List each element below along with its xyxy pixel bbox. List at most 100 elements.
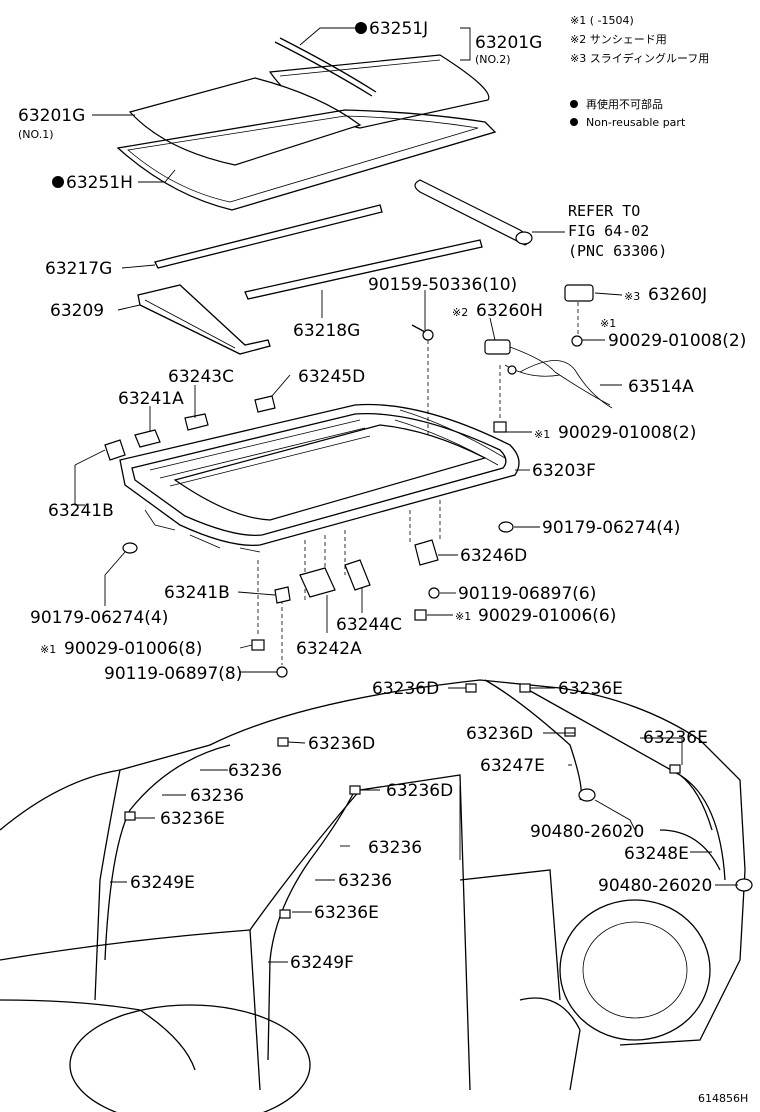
mark-90029-8: ※1	[40, 643, 56, 656]
mark-90029-2a: ※1	[600, 317, 616, 330]
label-63514A: 63514A	[628, 377, 694, 397]
label-90119-6: 90119-06897(6)	[458, 584, 596, 604]
label-63236E-b: 63236E	[643, 728, 708, 748]
label-63236E-a: 63236E	[558, 679, 623, 699]
legend-en: Non-reusable part	[586, 116, 686, 129]
label-63248E: 63248E	[624, 844, 689, 864]
label-63247E: 63247E	[480, 756, 545, 776]
label-90029-2b: 90029-01008(2)	[558, 423, 696, 443]
bracket-63244C	[344, 559, 371, 591]
label-63236-b: 63236	[190, 786, 244, 806]
label-63249F: 63249F	[290, 953, 354, 973]
note-3: ※3 スライディングルーフ用	[570, 51, 709, 65]
clip-90179-b-icon	[122, 542, 138, 554]
legend-jp: 再使用不可部品	[586, 97, 663, 111]
label-90480-b: 90480-26020	[598, 876, 712, 896]
screw-90119-8-icon	[276, 600, 288, 678]
label-63245D: 63245D	[298, 367, 365, 387]
non-reusable-dot-icon	[355, 22, 367, 34]
mark-63260H: ※2	[452, 306, 468, 319]
frame-63203F	[119, 403, 520, 600]
bracket-63243C	[184, 413, 209, 431]
label-90029-8: 90029-01006(8)	[64, 639, 202, 659]
bolt-90029-8-icon	[251, 560, 265, 651]
label-63244C: 63244C	[336, 615, 402, 635]
label-63236-c: 63236	[368, 838, 422, 858]
refer-line2: FIG 64-02	[568, 222, 649, 240]
label-63236-a: 63236	[228, 761, 282, 781]
refer-note: REFER TO FIG 64-02 (PNC 63306)	[568, 202, 667, 260]
label-90179-b: 90179-06274(4)	[30, 608, 168, 628]
strip-63218G	[244, 239, 483, 300]
weatherstrip-63251J	[274, 37, 377, 97]
sunshade-roll	[414, 179, 565, 246]
label-63201G-no1-sub: (NO.1)	[18, 128, 54, 141]
non-reusable-dot-icon	[52, 176, 64, 188]
drain-hose-63249E	[104, 744, 231, 961]
label-63236D-b: 63236D	[308, 734, 375, 754]
label-63218G: 63218G	[293, 321, 360, 341]
label-63260H: 63260H	[476, 301, 543, 321]
label-63241B-b: 63241B	[164, 583, 230, 603]
vehicle-outline	[0, 679, 746, 1112]
figure-id: 614856H	[698, 1092, 748, 1105]
label-63251J: 63251J	[369, 19, 428, 39]
label-63236E-d: 63236E	[314, 903, 379, 923]
label-63236D-a: 63236D	[372, 679, 439, 699]
label-90179-a: 90179-06274(4)	[542, 518, 680, 538]
weatherstrip-63251H	[116, 109, 497, 211]
label-63203F: 63203F	[532, 461, 596, 481]
label-63251H: 63251H	[66, 173, 133, 193]
bracket-63246D	[414, 539, 439, 566]
label-63246D: 63246D	[460, 546, 527, 566]
label-63236E-c: 63236E	[160, 809, 225, 829]
note-1: ※1 ( -1504)	[570, 14, 634, 27]
mark-90029-6: ※1	[455, 610, 471, 623]
drain-hose-63247E	[484, 679, 582, 801]
label-90480-a: 90480-26020	[530, 822, 644, 842]
label-63241B-a: 63241B	[48, 501, 114, 521]
label-63209: 63209	[50, 301, 104, 321]
bracket-63245D	[254, 395, 276, 413]
drain-hose-63248E	[524, 687, 726, 881]
label-63201G-no2-sub: (NO.2)	[475, 53, 511, 66]
label-90029-6: 90029-01006(6)	[478, 606, 616, 626]
leader-lines	[74, 27, 738, 963]
glass-no1	[128, 77, 362, 166]
label-63236D-c: 63236D	[466, 724, 533, 744]
label-63201G-no1: 63201G	[18, 106, 85, 126]
label-63236D-d: 63236D	[386, 781, 453, 801]
bracket-63241B-a	[104, 439, 126, 461]
bracket-63241B-b	[274, 586, 291, 604]
bolt-90029-b-icon	[493, 365, 507, 433]
label-90119-8: 90119-06897(8)	[104, 664, 242, 684]
bolt-90029-6-icon	[414, 609, 427, 621]
drain-hose-63249F	[267, 789, 356, 1061]
bracket-63241A	[134, 429, 161, 448]
label-63201G-no2: 63201G	[475, 33, 542, 53]
deflector-63209	[137, 284, 271, 355]
label-90159: 90159-50336(10)	[368, 275, 517, 295]
grommet-90480-a-icon	[578, 788, 596, 802]
label-63242A: 63242A	[296, 639, 362, 659]
refer-line1: REFER TO	[568, 202, 640, 220]
clip-90179-a-icon	[498, 521, 514, 533]
screw-90159-icon	[411, 324, 434, 440]
bracket-63242A	[299, 567, 336, 598]
label-63249E: 63249E	[130, 873, 195, 893]
motor-63260H	[484, 339, 611, 406]
label-63217G: 63217G	[45, 259, 112, 279]
label-90029-2a: 90029-01008(2)	[608, 331, 746, 351]
label-63241A: 63241A	[118, 389, 184, 409]
legend-dot-icon	[570, 118, 578, 126]
screw-90119-6-icon	[428, 587, 440, 599]
label-63236-d: 63236	[338, 871, 392, 891]
motor-63260J	[564, 284, 594, 347]
label-63243C: 63243C	[168, 367, 234, 387]
mark-63260J: ※3	[624, 290, 640, 303]
notes-block: ※1 ( -1504) ※2 サンシェード用 ※3 スライディングルーフ用 再使…	[570, 14, 709, 129]
part-labels: 63251J 63201G (NO.2) 63201G (NO.1) 63251…	[18, 19, 746, 973]
harness-63514A	[519, 360, 613, 409]
grommet-90480-b-icon	[735, 878, 753, 892]
